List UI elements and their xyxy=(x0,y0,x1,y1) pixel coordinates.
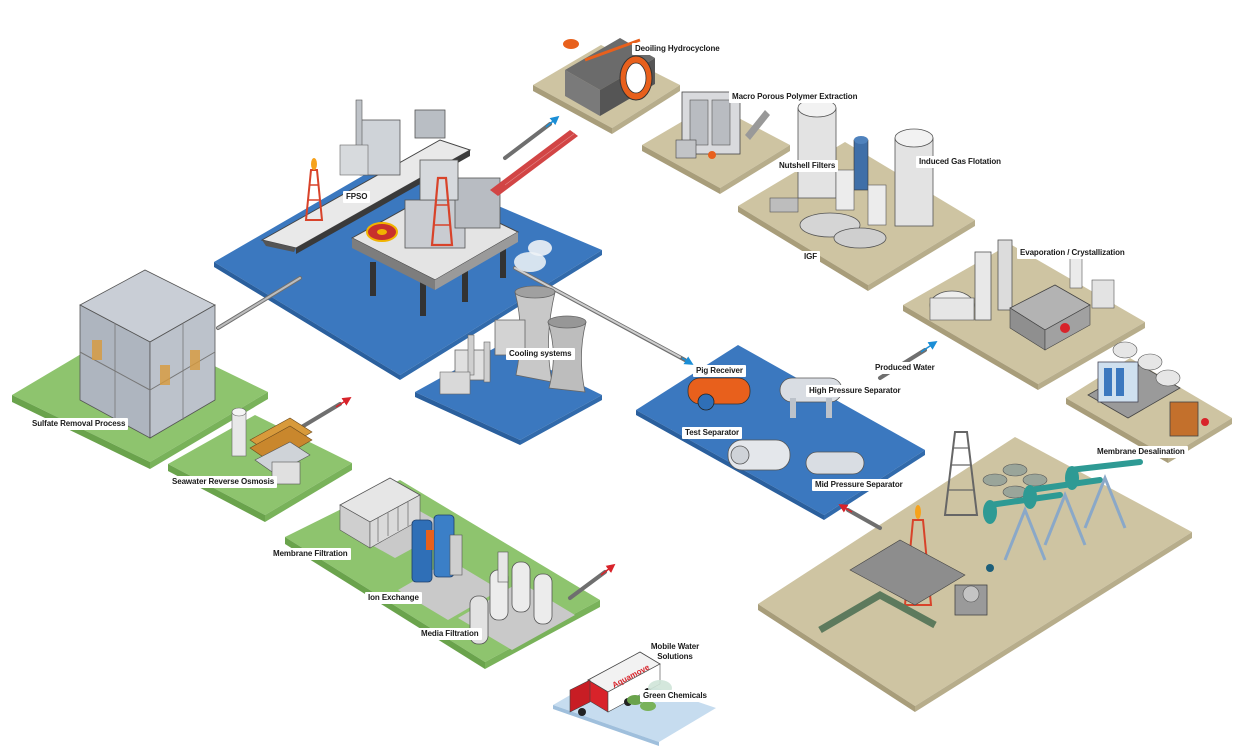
nutshell-igf-units xyxy=(769,98,934,249)
media-filtration-unit xyxy=(469,551,553,645)
label-mid-pressure-separator: Mid Pressure Separator xyxy=(812,479,906,491)
label-test-separator: Test Separator xyxy=(682,427,743,439)
label-fpso: FPSO xyxy=(343,191,371,203)
label-sulfate-removal: Sulfate Removal Process xyxy=(29,418,129,430)
arrow-media-out xyxy=(600,563,616,576)
label-evaporation: Evaporation / Crystallization xyxy=(1017,247,1128,259)
sulfate-removal-building xyxy=(79,269,216,439)
label-mobile-water-line2: Solutions xyxy=(657,652,693,661)
label-cooling-systems: Cooling systems xyxy=(506,348,575,360)
label-ion-exchange: Ion Exchange xyxy=(365,592,422,604)
label-induced-gas-flotation: Induced Gas Flotation xyxy=(916,156,1004,168)
label-nutshell-filters: Nutshell Filters xyxy=(776,160,839,172)
label-seawater-ro: Seawater Reverse Osmosis xyxy=(169,476,278,488)
flare-tower-red xyxy=(304,158,324,221)
label-pig-receiver: Pig Receiver xyxy=(693,365,746,377)
offshore-platform xyxy=(350,130,578,316)
label-macro-porous: Macro Porous Polymer Extraction xyxy=(729,91,861,103)
oilfield-unit xyxy=(818,431,1048,634)
arrow-oilfield-in xyxy=(838,504,853,513)
label-membrane-filtration: Membrane Filtration xyxy=(270,548,351,560)
tile-oilfield xyxy=(758,437,1192,712)
ion-exchange-unit xyxy=(411,514,463,583)
arrow-produced-water xyxy=(920,341,938,353)
seawater-ro-unit xyxy=(231,407,313,485)
label-green-chemicals: Green Chemicals xyxy=(640,690,710,702)
label-media-filtration: Media Filtration xyxy=(418,628,482,640)
membrane-filtration-unit xyxy=(339,477,421,549)
label-mobile-water: Mobile Water Solutions xyxy=(642,642,708,662)
flow-arrows xyxy=(335,115,938,576)
label-produced-water: Produced Water xyxy=(872,362,938,374)
label-igf: IGF xyxy=(801,251,821,263)
tile-nutshell-igf xyxy=(738,142,975,291)
arrow-seawater-out xyxy=(335,397,352,408)
label-mobile-water-line1: Mobile Water xyxy=(650,642,700,651)
pad-ion-exchange xyxy=(398,560,500,620)
evaporation-unit xyxy=(929,239,1115,351)
label-deoiling-hydrocyclone: Deoiling Hydrocyclone xyxy=(632,43,723,55)
membrane-desalination-unit xyxy=(1087,341,1209,437)
flow-pipes xyxy=(216,122,927,600)
separators-unit xyxy=(687,377,865,475)
arrow-to-separators xyxy=(681,356,694,365)
label-membrane-desalination: Membrane Desalination xyxy=(1094,446,1188,458)
pump-jacks xyxy=(983,459,1143,572)
arrow-offshore-out xyxy=(545,115,560,128)
label-high-pressure-separator: High Pressure Separator xyxy=(806,385,904,397)
